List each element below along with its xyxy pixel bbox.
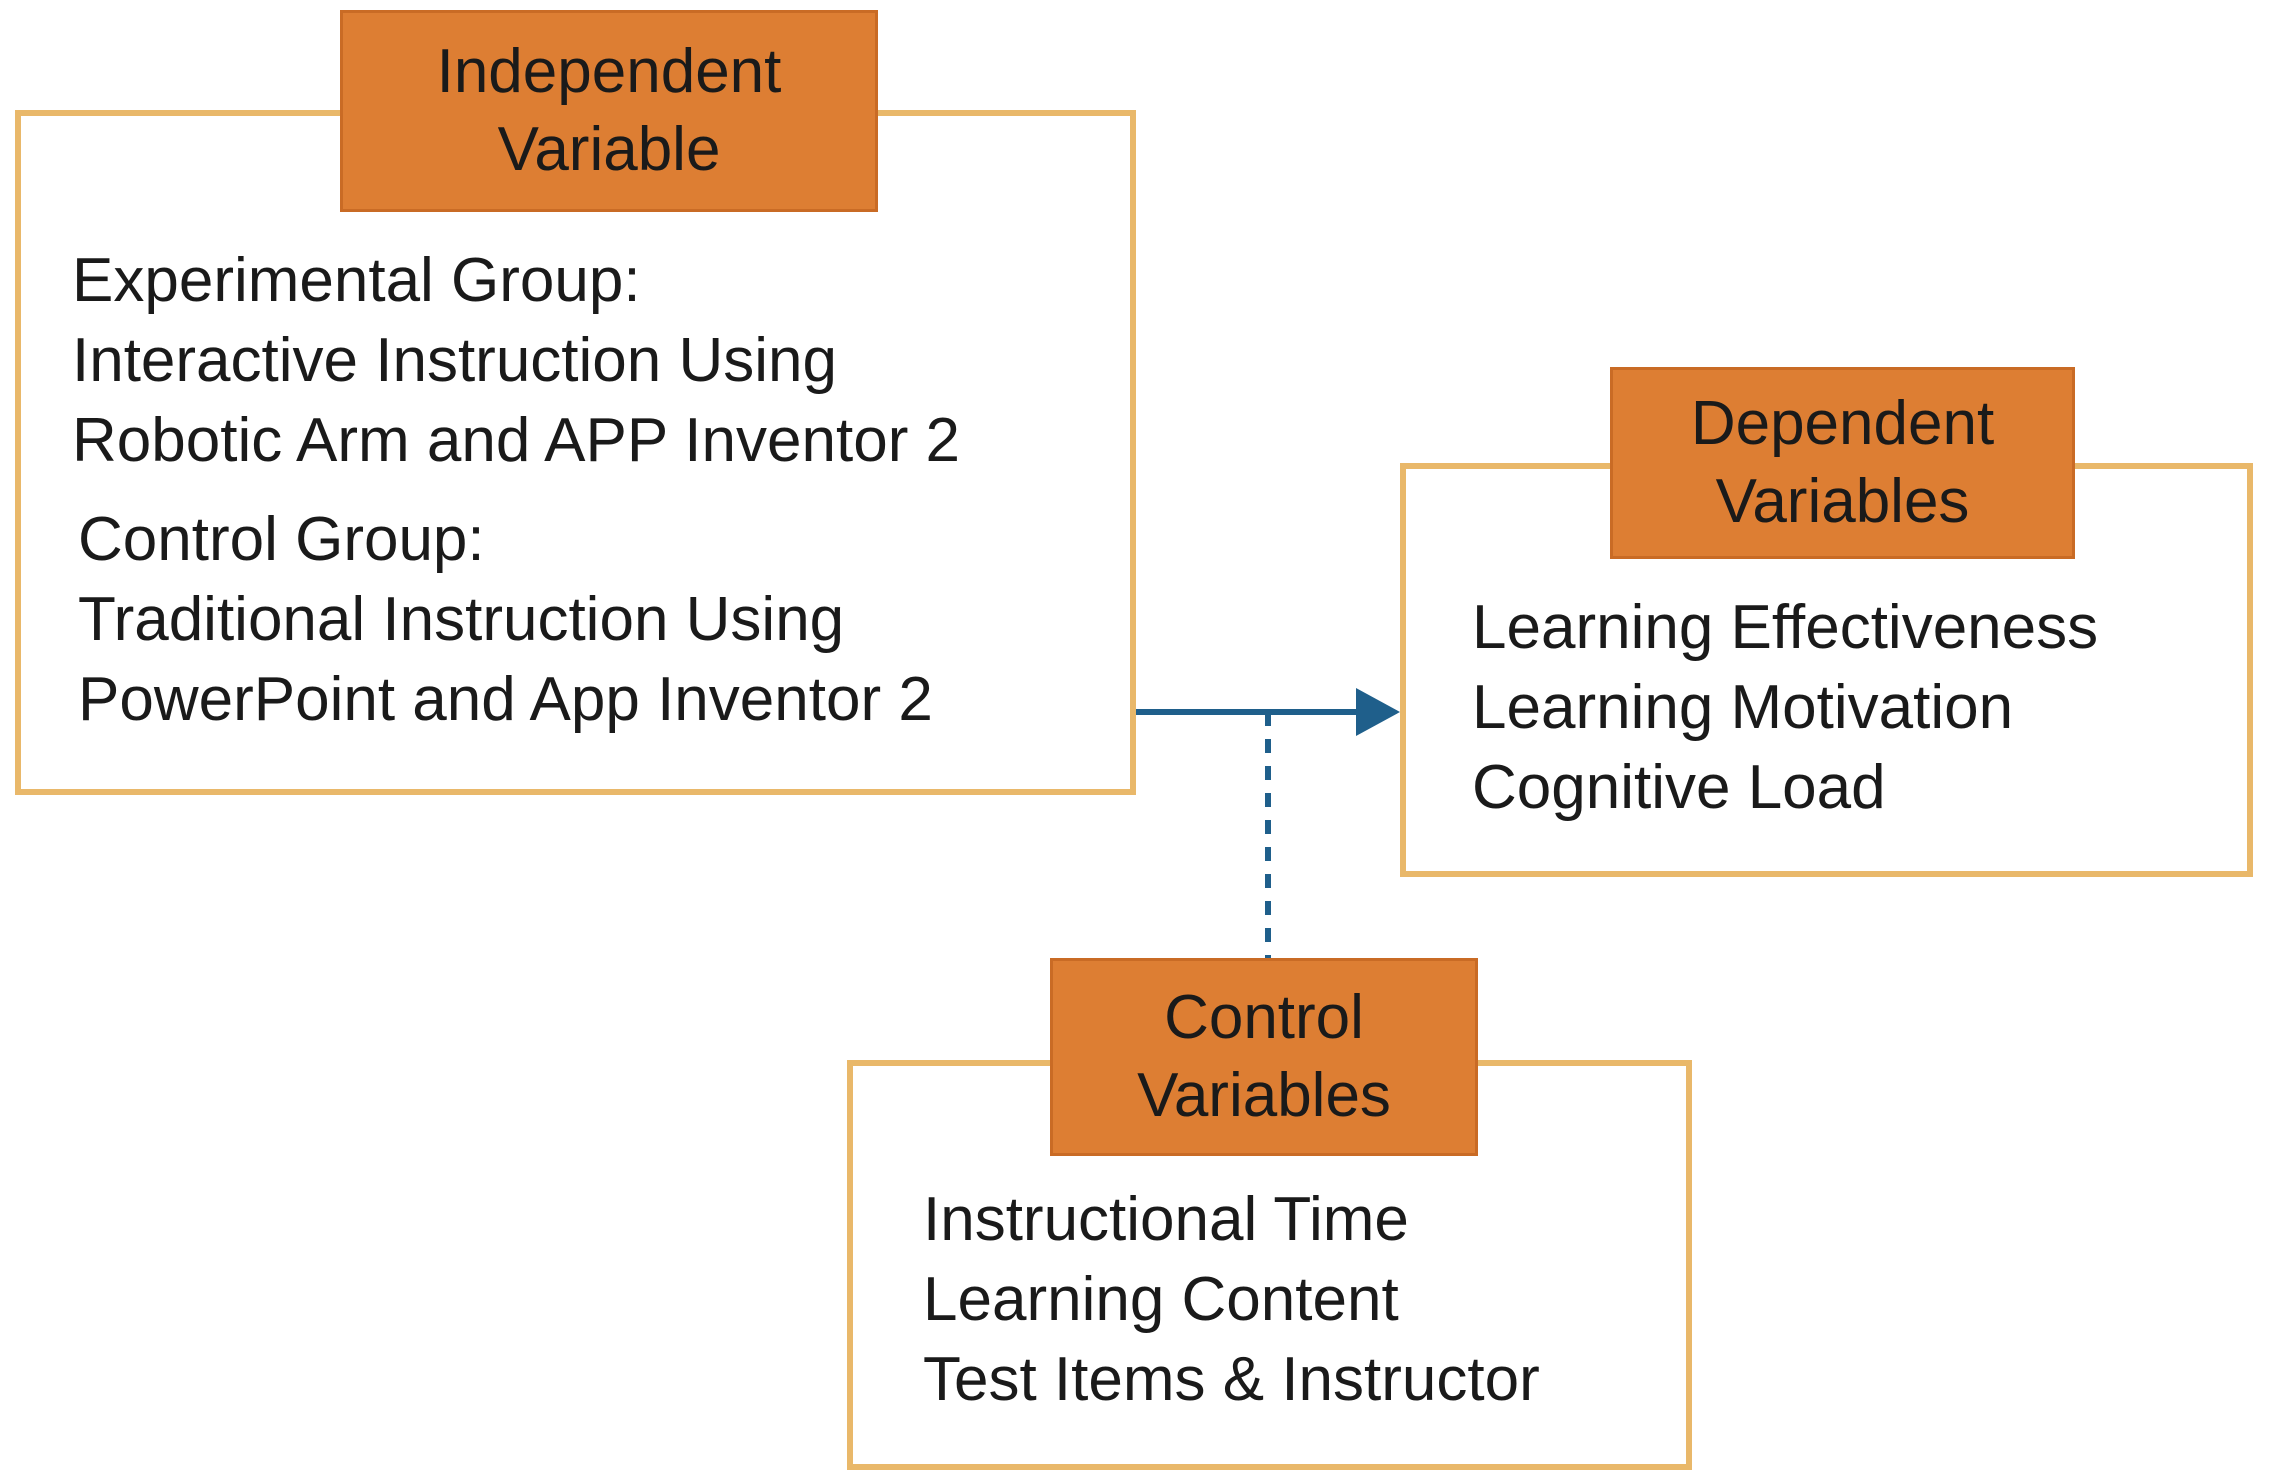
independent-variable-content: Experimental Group: Interactive Instruct… (72, 241, 960, 740)
dependent-variables-list: Learning Effectiveness Learning Motivati… (1472, 588, 2098, 828)
dependent-item: Learning Motivation (1472, 673, 2014, 742)
control-group-line-2: PowerPoint and App Inventor 2 (78, 665, 933, 734)
control-group-label: Control Group: (78, 505, 485, 574)
dependent-variables-heading: Dependent Variables (1610, 367, 2075, 559)
independent-heading-line-1: Independent (436, 37, 782, 106)
causal-arrow-head (1356, 688, 1400, 736)
experimental-group-label: Experimental Group: (72, 246, 641, 315)
control-group-line-1: Traditional Instruction Using (78, 585, 845, 654)
control-variable-item: Test Items & Instructor (923, 1345, 1540, 1414)
group-spacer (72, 481, 960, 500)
control-variable-item: Learning Content (923, 1265, 1399, 1334)
control-variables-heading: Control Variables (1050, 958, 1478, 1156)
dependent-heading-line-2: Variables (1715, 467, 1970, 536)
control-variable-item: Instructional Time (923, 1185, 1409, 1254)
dependent-item: Cognitive Load (1472, 753, 1886, 822)
dependent-item: Learning Effectiveness (1472, 593, 2099, 662)
control-heading-line-2: Variables (1137, 1061, 1391, 1130)
control-heading-line-1: Control (1164, 983, 1364, 1052)
experimental-group-line-2: Robotic Arm and APP Inventor 2 (72, 406, 961, 475)
dependent-heading-line-1: Dependent (1690, 389, 1995, 458)
independent-heading-line-2: Variable (497, 115, 721, 184)
experimental-group-line-1: Interactive Instruction Using (72, 326, 838, 395)
independent-variable-heading: Independent Variable (340, 10, 878, 212)
control-variables-list: Instructional Time Learning Content Test… (923, 1180, 1540, 1420)
